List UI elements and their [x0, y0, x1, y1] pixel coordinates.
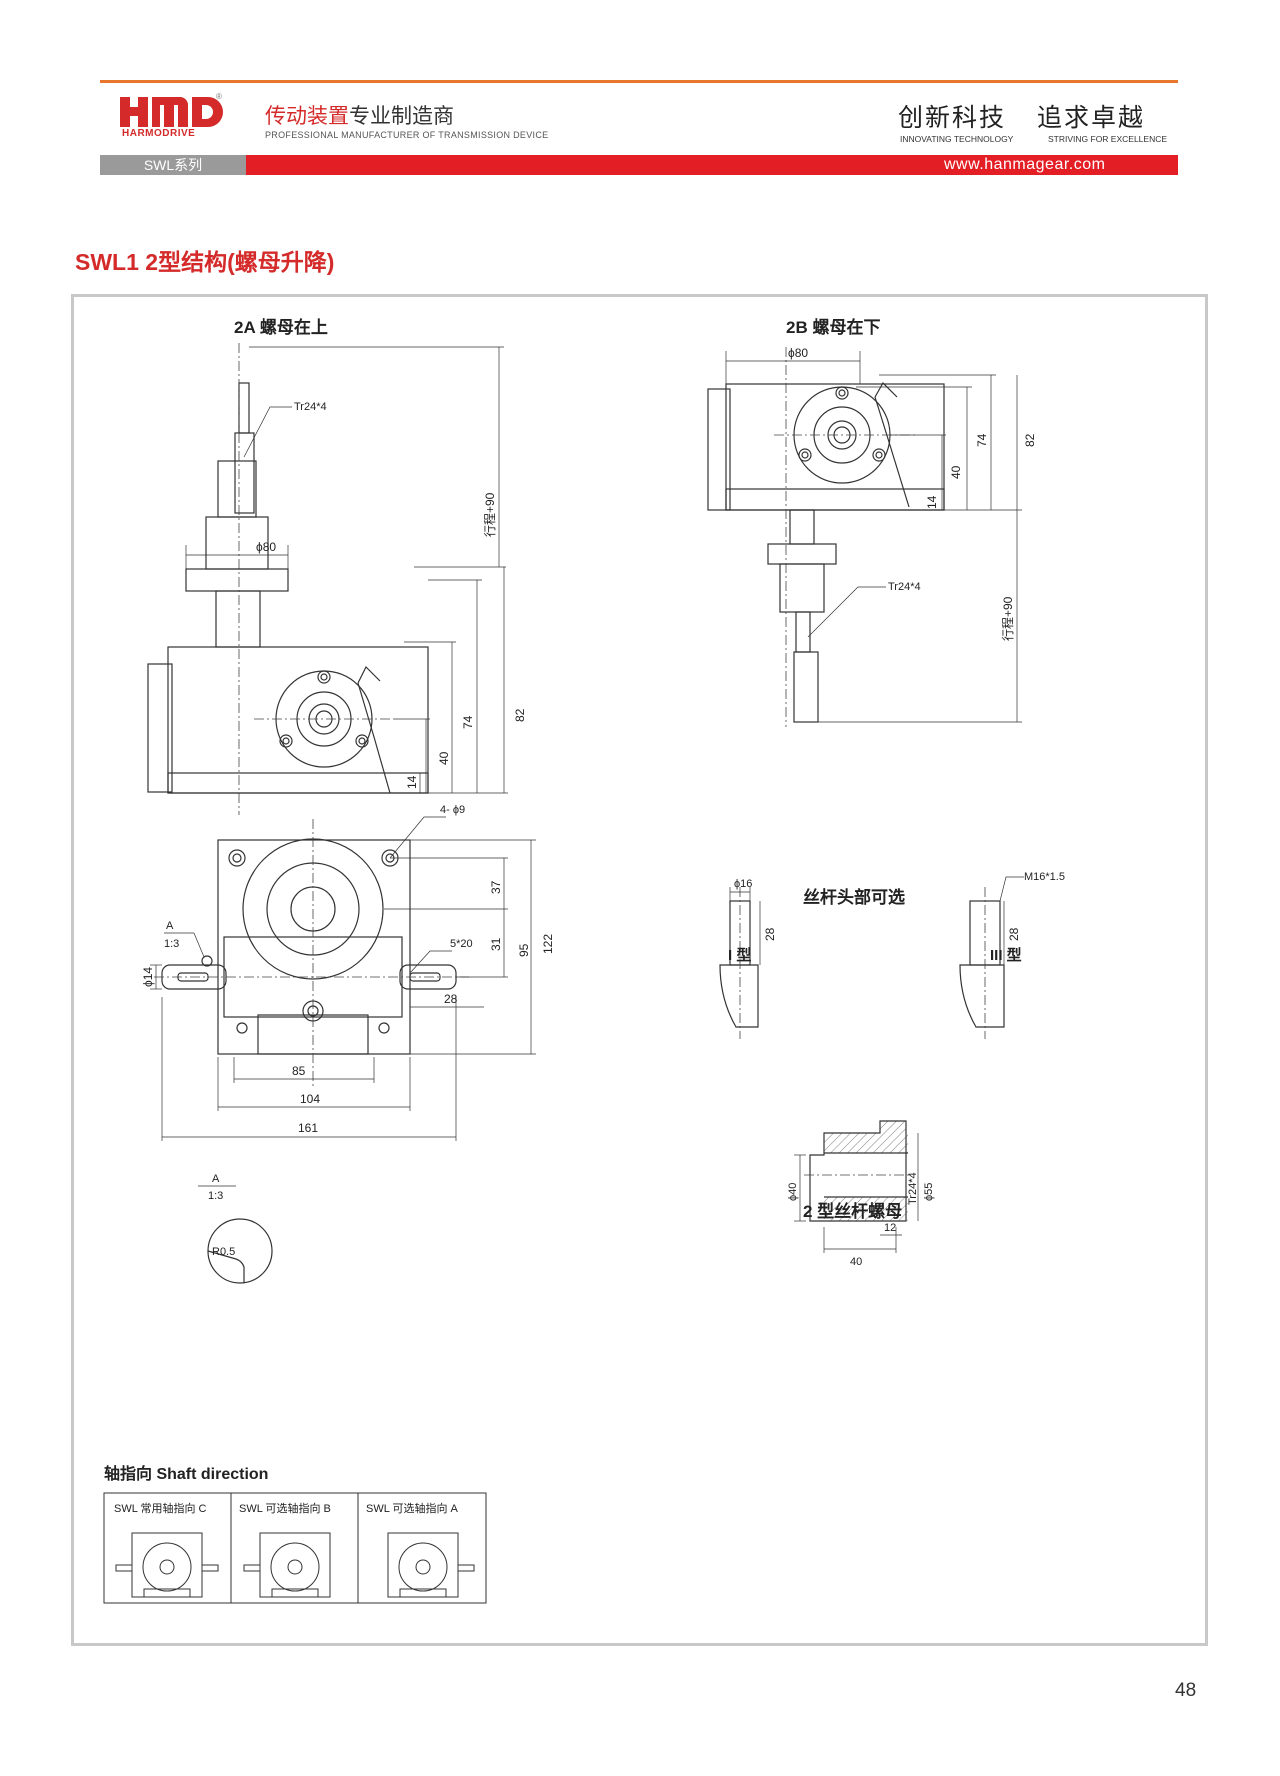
shaft-col-c: SWL 常用轴指向 C [114, 1501, 207, 1515]
dim-2a-74: 74 [461, 715, 475, 729]
dim-161: 161 [298, 1121, 318, 1135]
slogan-innovation: 创新科技 [898, 103, 1007, 132]
shaft-col-a: SWL 可选轴指向 A [366, 1501, 459, 1515]
logo-wordmark: HARMODRIVE [122, 128, 196, 139]
dim-nut-40: 40 [850, 1256, 862, 1268]
view-a-scale: 1:3 [208, 1190, 223, 1202]
nut-title: 2 型丝杆螺母 [803, 1201, 902, 1221]
view-2a-outline [147, 382, 429, 794]
dim-28: 28 [444, 992, 458, 1006]
slogan-innovation-sub: INNOVATING TECHNOLOGY [900, 134, 1014, 144]
dim-2a-phi80: ϕ80 [256, 540, 276, 554]
centerlines [154, 343, 986, 1176]
header-red-band [246, 155, 1178, 175]
series-label: SWL系列 [100, 155, 246, 175]
slogan-excellence: 追求卓越 [1037, 103, 1146, 132]
shaft-direction-title: 轴指向 Shaft direction [104, 1464, 268, 1483]
callout-a: A [166, 920, 174, 932]
thumb-c [115, 1532, 219, 1598]
dim-phi55: ϕ55 [923, 1183, 935, 1201]
dim-opt1-28: 28 [763, 927, 777, 941]
dim-95: 95 [517, 943, 531, 957]
dim-2b-74: 74 [975, 433, 989, 447]
shaft-direction-table: SWL 常用轴指向 C SWL 可选轴指向 B SWL 可选轴指向 A [103, 1492, 487, 1604]
dimensions [150, 346, 1024, 1253]
dim-phi16: ϕ16 [734, 878, 752, 890]
type1-title: I 型 [728, 946, 751, 964]
page-title: SWL1 2型结构(螺母升降) [75, 249, 335, 275]
dim-31: 31 [489, 937, 503, 951]
dim-104: 104 [300, 1092, 320, 1106]
view-a-label: A [212, 1173, 220, 1185]
dim-opt3-28: 28 [1007, 927, 1021, 941]
tagline-subtitle: PROFESSIONAL MANUFACTURER OF TRANSMISSIO… [265, 130, 549, 140]
thumb-a [387, 1532, 475, 1598]
harmodrive-logo [120, 97, 223, 127]
dim-m16: M16*1.5 [1024, 871, 1065, 883]
company-tagline: 传动装置专业制造商 [265, 100, 454, 130]
thumb-b [243, 1532, 331, 1598]
dim-r05: R0.5 [212, 1246, 235, 1258]
dim-2b-82: 82 [1023, 433, 1037, 447]
section-2a-title: 2A 螺母在上 [234, 317, 328, 337]
detail-a-outline [207, 1218, 273, 1284]
dim-85: 85 [292, 1064, 306, 1078]
callout-a-scale: 1:3 [164, 938, 179, 950]
slogan-excellence-sub: STRIVING FOR EXCELLENCE [1048, 134, 1168, 144]
dim-2a-stroke: 行程+90 [482, 492, 497, 537]
dim-2b-14: 14 [925, 495, 939, 509]
dim-holes: 4- ϕ9 [440, 804, 465, 816]
dim-nut-12: 12 [884, 1222, 896, 1234]
dim-phi14: ϕ14 [141, 967, 155, 987]
header-rule [100, 80, 1178, 83]
type3-title: III 型 [990, 946, 1022, 964]
page-number: 48 [1175, 1680, 1197, 1701]
dim-2b-phi80: ϕ80 [788, 346, 808, 360]
dim-phi40: ϕ40 [787, 1183, 799, 1201]
shaft-col-b: SWL 可选轴指向 B [239, 1501, 331, 1515]
dimension-labels: ϕ80 Tr24*4 行程+90 82 74 40 14 ϕ80 Tr24*4 … [141, 346, 1065, 1268]
tagline-main: 专业制造商 [349, 105, 454, 128]
website-link[interactable]: www.hanmagear.com [944, 156, 1106, 173]
dim-2a-tr: Tr24*4 [294, 401, 327, 413]
dim-122: 122 [541, 934, 555, 954]
dim-2b-40: 40 [949, 465, 963, 479]
tagline-accent: 传动装置 [265, 105, 349, 128]
dim-nut-tr: Tr24*4 [907, 1172, 919, 1205]
section-2b-title: 2B 螺母在下 [786, 317, 880, 337]
drawing-frame [71, 294, 1208, 1646]
dim-2b-stroke: 行程+90 [1000, 596, 1015, 641]
dim-2b-tr: Tr24*4 [888, 581, 921, 593]
dim-2a-14: 14 [405, 775, 419, 789]
dim-2a-40: 40 [437, 751, 451, 765]
nut-outline [809, 1120, 908, 1222]
registered-mark: ® [216, 92, 222, 101]
dim-key: 5*20 [450, 938, 473, 950]
figure-canvas: 2A 螺母在上 2B 螺母在下 丝杆头部可选 I 型 III 型 2 型丝杆螺母… [74, 297, 1205, 1643]
options-title: 丝杆头部可选 [803, 887, 905, 907]
dim-2a-82: 82 [513, 708, 527, 722]
dim-37: 37 [489, 880, 503, 894]
